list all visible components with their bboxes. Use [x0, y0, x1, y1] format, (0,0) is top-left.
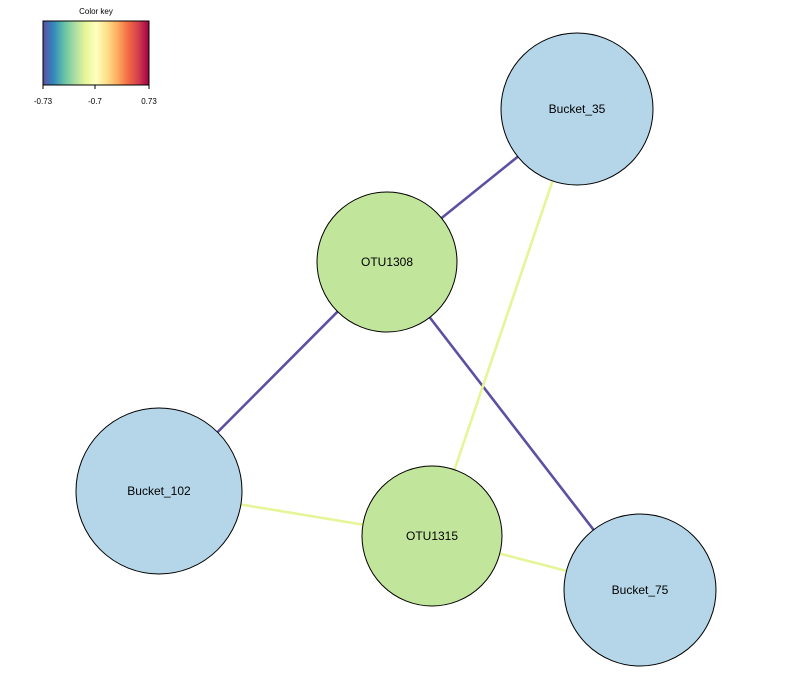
node-bucket_75[interactable]: Bucket_75 [563, 513, 717, 667]
node-bucket_35[interactable]: Bucket_35 [500, 32, 654, 186]
color-key-tick-label: 0.73 [141, 97, 157, 106]
node-label: OTU1315 [406, 529, 458, 543]
node-label: Bucket_102 [127, 484, 191, 498]
color-key-title: Color key [79, 7, 113, 16]
color-key-axis: -0.73 -0.7 0.73 [34, 84, 157, 106]
node-circle[interactable] [500, 32, 654, 186]
color-key-tick-label: -0.7 [88, 97, 102, 106]
node-otu1315[interactable]: OTU1315 [361, 465, 503, 607]
node-circle[interactable] [563, 513, 717, 667]
color-key-tick-label: -0.73 [34, 97, 53, 106]
node-label: OTU1308 [361, 255, 413, 269]
node-bucket_102[interactable]: Bucket_102 [75, 407, 243, 575]
color-key: Color key -0.73 -0.7 0.73 [34, 7, 157, 106]
node-circle[interactable] [316, 191, 458, 333]
node-circle[interactable] [75, 407, 243, 575]
node-otu1308[interactable]: OTU1308 [316, 191, 458, 333]
node-layer: Bucket_35OTU1308Bucket_102OTU1315Bucket_… [75, 32, 717, 667]
color-key-gradient [42, 20, 150, 86]
node-circle[interactable] [361, 465, 503, 607]
node-label: Bucket_35 [549, 102, 606, 116]
node-label: Bucket_75 [612, 583, 669, 597]
